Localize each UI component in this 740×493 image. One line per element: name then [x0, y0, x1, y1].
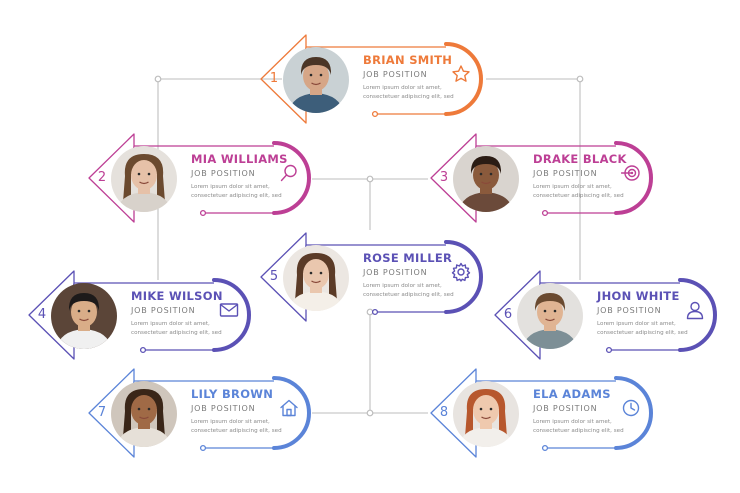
star-icon	[452, 65, 470, 82]
avatar	[111, 381, 177, 447]
description-line: Lorem ipsum dolor sit amet,	[597, 321, 676, 327]
employee-name: DRAKE BLACK	[533, 152, 627, 166]
avatar-photo	[111, 381, 177, 447]
description-line: consectetuer adipiscing elit, sed	[533, 193, 624, 199]
avatar	[111, 146, 177, 212]
employee-name: LILY BROWN	[191, 387, 274, 401]
node-number: 8	[439, 405, 449, 420]
org-node[interactable]: 2 MIA WILLIAMS JOB POSITION Lorem ipsum …	[86, 131, 311, 223]
employee-role: JOB POSITION	[363, 70, 428, 79]
description-line: Lorem ipsum dolor sit amet,	[131, 321, 210, 327]
avatar	[453, 146, 519, 212]
description-line: Lorem ipsum dolor sit amet,	[533, 419, 612, 425]
node-number: 1	[269, 71, 279, 86]
employee-name: MIKE WILSON	[131, 289, 223, 303]
employee-description: Lorem ipsum dolor sit amet, consectetuer…	[533, 418, 653, 436]
avatar-photo	[453, 381, 519, 447]
employee-role: JOB POSITION	[191, 404, 256, 413]
user-icon	[686, 301, 704, 320]
search-icon	[280, 164, 297, 182]
employee-description: Lorem ipsum dolor sit amet, consectetuer…	[597, 320, 717, 338]
node-number: 2	[97, 170, 107, 185]
node-number: 3	[439, 170, 449, 185]
mail-icon	[219, 303, 239, 317]
avatar-photo	[517, 283, 583, 349]
avatar-photo	[453, 146, 519, 212]
employee-description: Lorem ipsum dolor sit amet, consectetuer…	[363, 282, 483, 300]
org-node[interactable]: 6 JHON WHITE JOB POSITION Lorem ipsum do…	[492, 268, 717, 360]
employee-role: JOB POSITION	[533, 404, 598, 413]
employee-name: MIA WILLIAMS	[191, 152, 288, 166]
employee-description: Lorem ipsum dolor sit amet, consectetuer…	[533, 183, 653, 201]
employee-name: BRIAN SMITH	[363, 53, 453, 67]
org-node[interactable]: 4 MIKE WILSON JOB POSITION Lorem ipsum d…	[26, 268, 251, 360]
avatar	[283, 245, 349, 311]
node-arrow-outline	[260, 34, 483, 124]
target-icon	[621, 165, 640, 181]
connector-dot	[154, 75, 162, 83]
avatar-photo	[111, 146, 177, 212]
org-node[interactable]: 7 LILY BROWN JOB POSITION Lorem ipsum do…	[86, 366, 311, 458]
avatar	[283, 47, 349, 113]
description-line: Lorem ipsum dolor sit amet,	[533, 184, 612, 190]
connector-dot	[576, 75, 584, 83]
node-number: 7	[97, 405, 107, 420]
org-node[interactable]: 8 ELA ADAMS JOB POSITION Lorem ipsum dol…	[428, 366, 653, 458]
employee-description: Lorem ipsum dolor sit amet, consectetuer…	[191, 418, 311, 436]
node-number: 4	[37, 307, 47, 322]
description-line: consectetuer adipiscing elit, sed	[363, 292, 454, 298]
node-number: 5	[269, 269, 279, 284]
description-line: Lorem ipsum dolor sit amet,	[191, 419, 270, 425]
node-number: 6	[503, 307, 513, 322]
clock-icon	[622, 399, 640, 417]
employee-role: JOB POSITION	[363, 268, 428, 277]
employee-role: JOB POSITION	[191, 169, 256, 178]
connector-dot	[366, 409, 374, 417]
description-line: consectetuer adipiscing elit, sed	[533, 428, 624, 434]
description-line: Lorem ipsum dolor sit amet,	[363, 85, 442, 91]
employee-description: Lorem ipsum dolor sit amet, consectetuer…	[191, 183, 311, 201]
employee-name: ROSE MILLER	[363, 251, 453, 265]
description-line: consectetuer adipiscing elit, sed	[363, 94, 454, 100]
org-node[interactable]: 1 BRIAN SMITH JOB POSITION Lorem ipsum d…	[258, 32, 483, 124]
employee-name: JHON WHITE	[597, 289, 680, 303]
org-node[interactable]: 3 DRAKE BLACK JOB POSITION Lorem ipsum d…	[428, 131, 653, 223]
description-line: consectetuer adipiscing elit, sed	[191, 193, 282, 199]
org-node[interactable]: 5 ROSE MILLER JOB POSITION Lorem ipsum d…	[258, 230, 483, 322]
connector-dot	[366, 175, 374, 183]
employee-description: Lorem ipsum dolor sit amet, consectetuer…	[131, 320, 251, 338]
employee-description: Lorem ipsum dolor sit amet, consectetuer…	[363, 84, 483, 102]
employee-role: JOB POSITION	[597, 306, 662, 315]
avatar-photo	[283, 47, 349, 113]
avatar-photo	[283, 245, 349, 311]
avatar-photo	[51, 283, 117, 349]
employee-role: JOB POSITION	[533, 169, 598, 178]
avatar	[453, 381, 519, 447]
description-line: consectetuer adipiscing elit, sed	[597, 330, 688, 336]
gear-icon	[451, 262, 471, 282]
description-line: Lorem ipsum dolor sit amet,	[191, 184, 270, 190]
employee-name: ELA ADAMS	[533, 387, 611, 401]
description-line: Lorem ipsum dolor sit amet,	[363, 283, 442, 289]
employee-role: JOB POSITION	[131, 306, 196, 315]
avatar	[517, 283, 583, 349]
description-line: consectetuer adipiscing elit, sed	[131, 330, 222, 336]
description-line: consectetuer adipiscing elit, sed	[191, 428, 282, 434]
home-icon	[280, 399, 298, 417]
avatar	[51, 283, 117, 349]
